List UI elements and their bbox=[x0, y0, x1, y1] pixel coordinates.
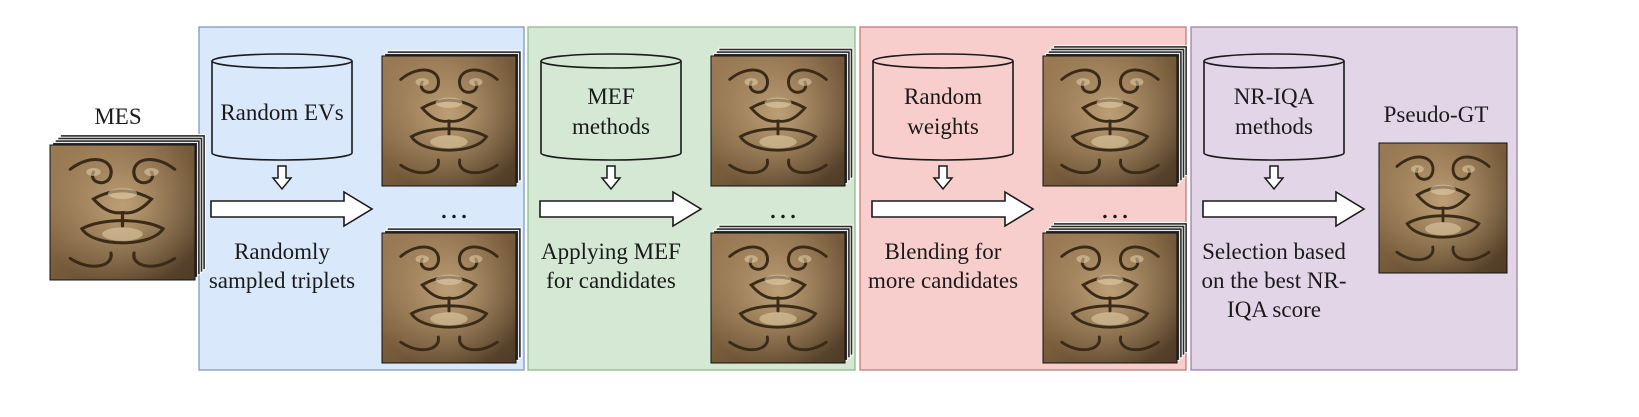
output-pseudo-gt-image bbox=[1378, 142, 1508, 274]
stage-1-process-label: Randomly bbox=[234, 239, 330, 264]
database-body bbox=[872, 61, 1014, 161]
database-body bbox=[540, 61, 682, 161]
stage-2-down-arrow bbox=[600, 165, 622, 191]
stage-4-database-label: methods bbox=[1235, 114, 1313, 139]
stage-4-database-label: NR-IQA bbox=[1234, 84, 1315, 109]
stage-4-process-label: Selection based bbox=[1202, 239, 1346, 264]
stage-1-right-arrow bbox=[210, 190, 374, 228]
stage-4-down-arrow bbox=[1263, 165, 1285, 191]
stage-3-process-label: more candidates bbox=[868, 268, 1018, 293]
image-stack-front-frame bbox=[49, 144, 196, 281]
stage-2-bottom-candidate-stack bbox=[710, 224, 854, 364]
image-stack-front-frame bbox=[381, 232, 517, 364]
stage-3-down-arrow bbox=[932, 165, 954, 191]
image-stack-front-image bbox=[1379, 143, 1507, 273]
image-stack-front-image bbox=[711, 233, 845, 363]
stage-1-database bbox=[211, 53, 353, 161]
image-stack-front-image bbox=[711, 56, 845, 186]
stage-3-ellipsis: … bbox=[1100, 192, 1130, 225]
stage-1-process-label: sampled triplets bbox=[209, 268, 355, 293]
image-stack-front-frame bbox=[381, 55, 517, 187]
stage-4-process-label: on the best NR- bbox=[1201, 268, 1346, 293]
stage-2-process-label: for candidates bbox=[546, 268, 676, 293]
input-title: MES bbox=[94, 104, 141, 129]
stage-3-bottom-candidate-stack bbox=[1042, 222, 1188, 364]
stage-3-top-candidate-stack bbox=[1042, 45, 1188, 187]
image-stack-front-image bbox=[382, 233, 516, 363]
image-stack-front-frame bbox=[1042, 232, 1178, 364]
stage-2-database bbox=[540, 53, 682, 161]
image-stack-front-image bbox=[50, 145, 195, 280]
image-stack-front-image bbox=[382, 56, 516, 186]
stage-2-database-label: MEF bbox=[587, 84, 634, 109]
stage-1-top-candidate-stack bbox=[381, 50, 522, 187]
database-top bbox=[872, 53, 1014, 69]
stage-3-database bbox=[872, 53, 1014, 161]
image-stack-front-frame bbox=[1378, 142, 1508, 274]
stage-2-right-arrow bbox=[539, 190, 703, 228]
database-top bbox=[211, 53, 353, 69]
output-title: Pseudo-GT bbox=[1384, 102, 1489, 127]
image-stack-front-image bbox=[1043, 233, 1177, 363]
stage-4-right-arrow bbox=[1202, 190, 1366, 228]
stage-1-ellipsis: … bbox=[439, 192, 469, 225]
image-stack-front-frame bbox=[710, 55, 846, 187]
stage-2-database-label: methods bbox=[572, 114, 650, 139]
stage-2-top-candidate-stack bbox=[710, 47, 854, 187]
image-stack-front-frame bbox=[710, 232, 846, 364]
stage-4-database bbox=[1203, 53, 1345, 161]
image-stack-front-frame bbox=[1042, 55, 1178, 187]
stage-1-bottom-candidate-stack bbox=[381, 227, 522, 364]
image-stack-front-image bbox=[1043, 56, 1177, 186]
stage-3-process-label: Blending for bbox=[885, 239, 1002, 264]
database-top bbox=[540, 53, 682, 69]
database-body bbox=[211, 61, 353, 161]
stage-4-process-label: IQA score bbox=[1227, 297, 1321, 322]
stage-1-down-arrow bbox=[271, 165, 293, 191]
stage-2-ellipsis: … bbox=[768, 192, 798, 225]
stage-3-database-label: weights bbox=[907, 114, 979, 139]
database-body bbox=[1203, 61, 1345, 161]
stage-3-database-label: Random bbox=[904, 84, 982, 109]
stage-2-process-label: Applying MEF bbox=[541, 239, 681, 264]
stage-3-right-arrow bbox=[871, 190, 1035, 228]
stage-1-database-label: Random EVs bbox=[220, 100, 343, 125]
database-top bbox=[1203, 53, 1345, 69]
input-image-stack bbox=[49, 134, 206, 281]
